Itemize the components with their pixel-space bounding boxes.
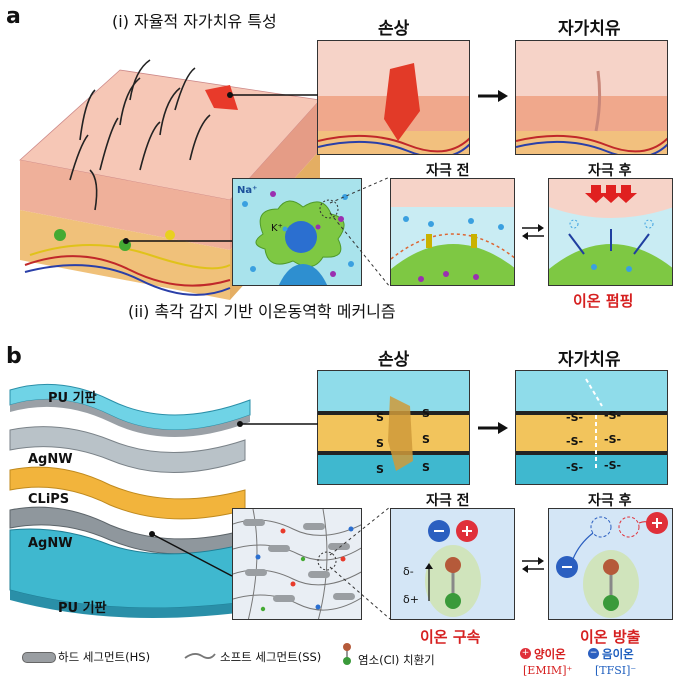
panel-a-damage-box: [317, 40, 470, 155]
panel-b-damage-header: 손상: [378, 350, 410, 370]
layered-film-illustration: [9, 383, 261, 618]
panel-b-selfheal-header: 자가치유: [558, 350, 621, 370]
panel-b-after-box: [548, 508, 673, 620]
ion-binding-label: 이온 구속: [420, 628, 481, 646]
feature-ii-caption: (ii) 촉각 감지 기반 이온동역학 메커니즘: [128, 302, 396, 321]
damage-to-heal-arrow: [478, 90, 508, 102]
cation-icon: +: [520, 648, 531, 659]
panel-a-after-stim: 자극 후: [588, 163, 632, 179]
film-leader-line: [237, 421, 318, 427]
before-after-exchange-arrows-a: [522, 224, 544, 240]
layer-label-pu-top: PU 기판: [48, 391, 97, 406]
delta-minus-label: δ-: [403, 565, 414, 578]
panel-b-before-box: δ- δ+: [390, 508, 515, 620]
hard-segment-swatch: [22, 652, 56, 663]
s-chain-6: -S-: [604, 459, 622, 472]
panel-a-selfheal-header: 자가치유: [558, 19, 621, 39]
panel-a-before-stim: 자극 전: [426, 163, 470, 179]
s-chain-1: -S-: [566, 411, 584, 424]
network-leader-line: [149, 531, 233, 577]
panel-a-selfheal-box: [515, 40, 668, 155]
legend-anion: 음이온: [602, 647, 634, 661]
cell-leader-line: [123, 238, 232, 244]
panel-a-cell-box: Na⁺ K⁺: [232, 178, 362, 286]
layer-label-agnw-top: AgNW: [28, 452, 73, 467]
s-bond-4: S: [422, 433, 430, 446]
polymer-network-box: [232, 508, 362, 620]
panel-b-damage-box: S S S S S S: [317, 370, 470, 485]
panel-b-selfheal-box: -S- -S- -S- -S- -S- -S-: [515, 370, 668, 485]
soft-segment-swatch: [184, 653, 216, 659]
s-chain-2: -S-: [604, 409, 622, 422]
chlorine-group-icon: [343, 643, 351, 665]
panel-a-damage-header: 손상: [378, 19, 410, 39]
layer-label-pu-bottom: PU 기판: [58, 601, 107, 616]
zoom-lines-b: [329, 506, 391, 620]
wound-leader-line: [227, 92, 318, 98]
s-chain-5: -S-: [566, 461, 584, 474]
emim-label: [EMIM]⁺: [523, 664, 573, 677]
panel-b-damage-to-heal-arrow: [478, 422, 508, 434]
panel-b-letter: b: [6, 344, 22, 369]
delta-plus-label: δ+: [403, 593, 419, 606]
panel-b-before-stim: 자극 전: [426, 493, 470, 509]
potassium-ion-label: K⁺: [271, 223, 283, 234]
ion-release-label: 이온 방출: [580, 628, 641, 646]
ion-pumping-label: 이온 펌핑: [573, 292, 634, 310]
legend-hard-segment: 하드 세그먼트(HS): [58, 650, 151, 664]
before-after-exchange-arrows-b: [522, 557, 544, 573]
sodium-ion-label: Na⁺: [237, 185, 258, 196]
legend-soft-segment: 소프트 세그먼트(SS): [220, 650, 322, 664]
s-bond-3: S: [376, 437, 384, 450]
s-bond-6: S: [422, 461, 430, 474]
panel-a-before-box: [390, 178, 515, 286]
panel-a-letter: a: [6, 4, 21, 29]
layer-label-clips: CLiPS: [28, 492, 70, 507]
s-chain-3: -S-: [566, 435, 584, 448]
tfsi-label: [TFSI]⁻: [595, 664, 637, 677]
layer-label-agnw-bottom: AgNW: [28, 536, 73, 551]
s-chain-4: -S-: [604, 433, 622, 446]
s-bond-2: S: [422, 407, 430, 420]
anion-icon: −: [588, 648, 599, 659]
feature-i-caption: (i) 자율적 자가치유 특성: [112, 12, 277, 31]
s-bond-1: S: [376, 411, 384, 424]
legend-chlorine: 염소(Cl) 치환기: [358, 653, 435, 667]
zoom-lines-a: [329, 176, 391, 288]
panel-b-after-stim: 자극 후: [588, 493, 632, 509]
panel-a-after-box: [548, 178, 673, 286]
legend-cation: 양이온: [534, 647, 566, 661]
s-bond-5: S: [376, 463, 384, 476]
